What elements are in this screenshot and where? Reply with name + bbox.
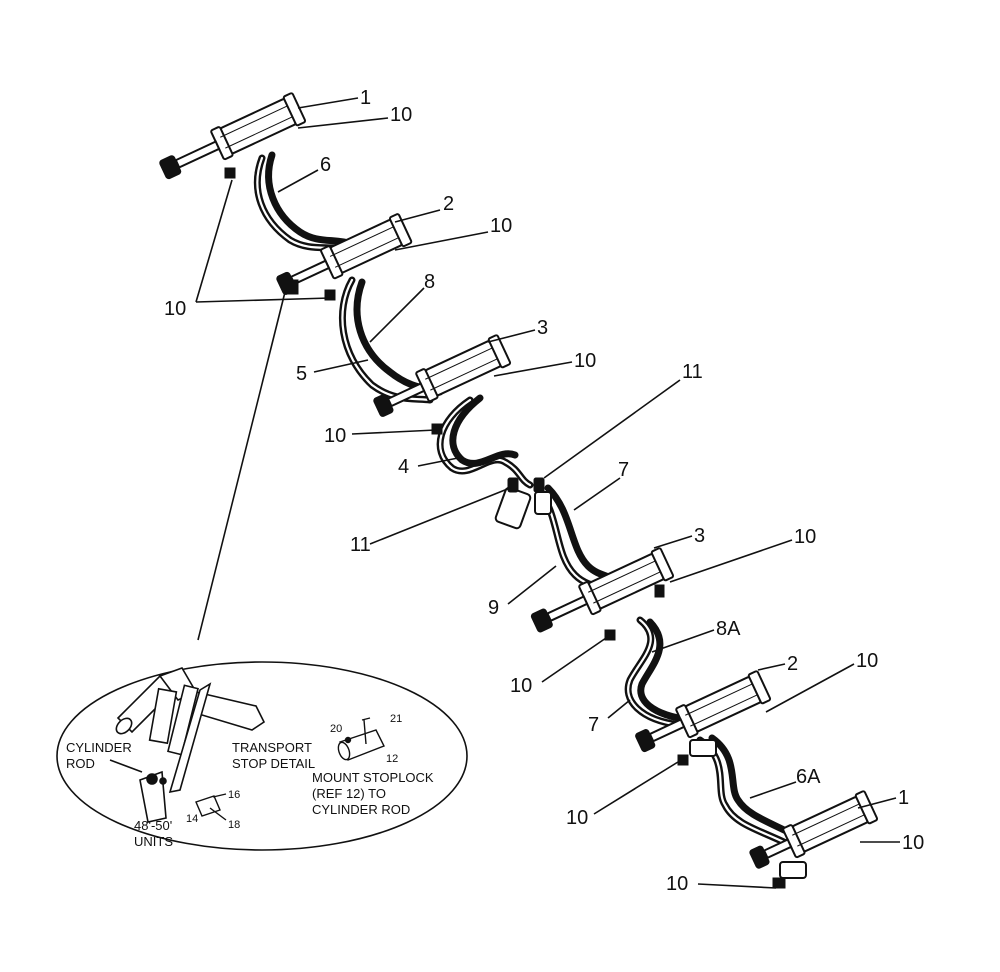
callout-10-h: 10	[566, 807, 588, 829]
callout-1-top: 1	[360, 87, 371, 109]
callout-10-i: 10	[902, 832, 924, 854]
cylinder-2-low	[635, 670, 772, 753]
detail-part-20: 20	[330, 723, 342, 735]
leader-lines	[195, 97, 900, 889]
cylinder-3-mid	[373, 334, 512, 417]
callout-2-low: 2	[787, 653, 798, 675]
callout-9: 9	[488, 597, 499, 619]
callout-7-top: 7	[618, 459, 629, 481]
callout-10-e: 10	[794, 526, 816, 548]
callout-8: 8	[424, 271, 435, 293]
detail-mount-line2: (REF 12) TO	[312, 786, 386, 801]
callout-11-top: 11	[682, 361, 703, 383]
callout-labels: 1 10 6 2 10 10 8 3 10 5 11 10 4 7 11 3 1…	[164, 87, 924, 895]
cylinder-1-top	[159, 92, 307, 180]
transport-stop-detail: CYLINDER ROD TRANSPORT STOP DETAIL MOUNT…	[56, 661, 468, 851]
callout-5: 5	[296, 363, 307, 385]
callout-10-c: 10	[574, 350, 596, 372]
hoses	[253, 151, 804, 849]
quick-couplers	[494, 477, 552, 530]
callout-10-b: 10	[490, 215, 512, 237]
cylinder-1-low	[749, 790, 879, 869]
callout-4: 4	[398, 456, 409, 478]
detail-linkage-drawing	[115, 667, 266, 823]
callout-10-j: 10	[666, 873, 688, 895]
detail-mount-line1: MOUNT STOPLOCK	[312, 770, 434, 785]
callout-10-left: 10	[164, 298, 186, 320]
detail-units-line1: 48'-50'	[134, 818, 172, 833]
detail-cylinder-rod-line2: ROD	[66, 756, 95, 771]
cylinder-3-low	[530, 547, 675, 633]
callout-6a: 6A	[796, 766, 821, 788]
callout-7-low: 7	[588, 714, 599, 736]
callout-1-low: 1	[898, 787, 909, 809]
detail-part-14: 14	[186, 813, 198, 825]
callout-10-g: 10	[856, 650, 878, 672]
detail-part-12: 12	[386, 753, 398, 765]
callout-10-d: 10	[324, 425, 346, 447]
detail-part-16: 16	[228, 789, 240, 801]
detail-transport-line1: TRANSPORT	[232, 740, 312, 755]
detail-cylinder-rod-line1: CYLINDER	[66, 740, 132, 755]
detail-units-line2: UNITS	[134, 834, 173, 849]
fittings	[224, 167, 807, 889]
detail-ellipse	[56, 661, 468, 851]
detail-part-21: 21	[390, 713, 402, 725]
callout-3-low: 3	[694, 525, 705, 547]
callout-10-f: 10	[510, 675, 532, 697]
stoplock-parts	[195, 717, 385, 821]
cylinder-2-top	[276, 213, 413, 295]
callout-11-bot: 11	[350, 534, 371, 556]
callout-6: 6	[320, 154, 331, 176]
callout-10-a: 10	[390, 104, 412, 126]
callout-2-top: 2	[443, 193, 454, 215]
detail-part-18: 18	[228, 819, 240, 831]
callout-3-top: 3	[537, 317, 548, 339]
callout-8a: 8A	[716, 618, 741, 640]
detail-transport-line2: STOP DETAIL	[232, 756, 315, 771]
detail-mount-line3: CYLINDER ROD	[312, 802, 410, 817]
